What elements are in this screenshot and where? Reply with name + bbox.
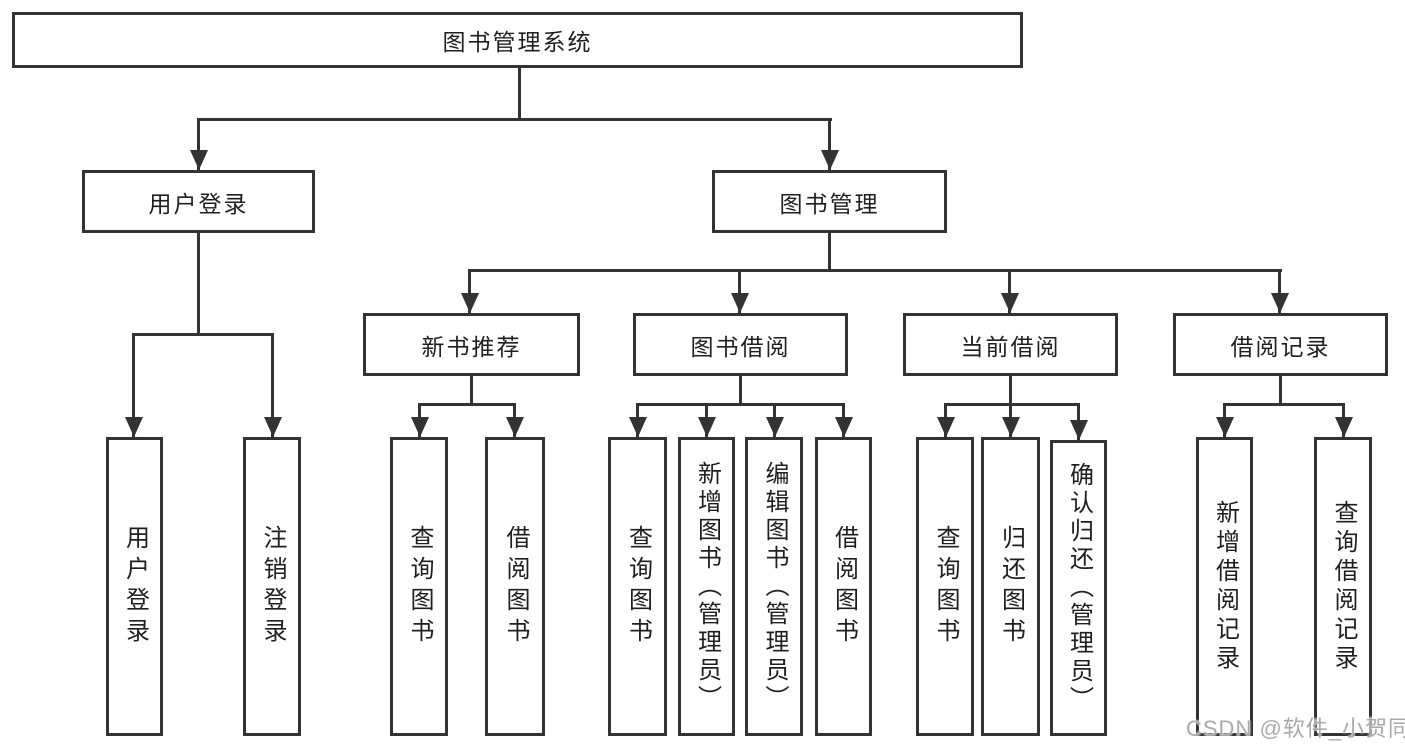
connector-book-management-stem	[828, 233, 831, 271]
arrow-to-borrowing-records	[1278, 269, 1281, 313]
node-root: 图书管理系统	[12, 12, 1023, 68]
leaf-borrowing-borrow-label: 借阅图书	[830, 524, 858, 649]
node-borrowing-records-label: 借阅记录	[1230, 333, 1331, 360]
node-new-books-label: 新书推荐	[421, 333, 522, 360]
leaf-add-borrow-record-label: 新增借阅记录	[1211, 499, 1239, 674]
node-new-books: 新书推荐	[363, 313, 580, 376]
arrow-to-leaf-logout	[271, 333, 274, 437]
arrow-to-newbooks-query	[418, 403, 421, 437]
connector-book-management-rail	[469, 269, 1282, 272]
arrow-to-add-book	[705, 403, 708, 437]
leaf-newbooks-borrow-label: 借阅图书	[502, 524, 529, 649]
node-borrowing-records: 借阅记录	[1173, 313, 1388, 376]
leaf-logout: 注销登录	[243, 437, 301, 736]
node-book-management-label: 图书管理	[779, 190, 880, 217]
leaf-user-login-label: 用户登录	[121, 524, 149, 649]
connector-borrowing-records-rail	[1223, 403, 1345, 406]
arrow-to-return-book	[1009, 403, 1012, 437]
connector-book-borrowing-stem	[739, 376, 742, 405]
leaf-logout-label: 注销登录	[259, 524, 286, 649]
leaf-user-login: 用户登录	[106, 437, 163, 736]
leaf-edit-book-admin-label: 编辑图书（管理员）	[761, 460, 788, 713]
leaf-borrowing-query: 查询图书	[608, 437, 667, 736]
node-current-borrowing: 当前借阅	[903, 313, 1118, 376]
leaf-add-borrow-record: 新增借阅记录	[1196, 437, 1253, 736]
leaf-current-query: 查询图书	[916, 437, 974, 736]
arrow-to-confirm-return	[1077, 403, 1080, 440]
leaf-newbooks-borrow: 借阅图书	[485, 437, 545, 736]
arrow-to-book-management	[828, 118, 831, 170]
arrow-to-new-books	[468, 269, 471, 313]
leaf-return-book: 归还图书	[981, 437, 1040, 736]
arrow-to-add-record	[1223, 403, 1226, 437]
leaf-return-book-label: 归还图书	[997, 524, 1025, 649]
connector-root-rail	[197, 118, 832, 121]
connector-new-books-stem	[470, 376, 473, 405]
leaf-query-borrow-record: 查询借阅记录	[1314, 437, 1372, 736]
leaf-add-book-admin: 新增图书（管理员）	[678, 437, 735, 736]
leaf-borrowing-query-label: 查询图书	[624, 524, 652, 649]
arrow-to-current-query	[944, 403, 947, 437]
arrow-to-newbooks-borrow	[513, 403, 516, 437]
connector-new-books-rail	[418, 403, 516, 406]
leaf-newbooks-query: 查询图书	[390, 437, 448, 736]
leaf-borrowing-borrow: 借阅图书	[815, 437, 872, 736]
connector-book-borrowing-rail	[636, 403, 845, 406]
leaf-current-query-label: 查询图书	[932, 524, 959, 649]
leaf-newbooks-query-label: 查询图书	[406, 524, 433, 649]
leaf-add-book-admin-label: 新增图书（管理员）	[693, 460, 721, 713]
connector-user-login-rail	[133, 333, 274, 336]
connector-borrowing-records-stem	[1279, 376, 1282, 405]
arrow-to-current-borrowing	[1008, 269, 1011, 313]
leaf-confirm-return-admin-label: 确认归还（管理员）	[1065, 462, 1093, 714]
connector-current-borrowing-rail	[944, 403, 1080, 406]
arrow-to-edit-book	[773, 403, 776, 437]
leaf-query-borrow-record-label: 查询借阅记录	[1330, 499, 1357, 674]
arrow-to-leaf-user-login	[132, 333, 135, 437]
arrow-to-borrowing-query	[636, 403, 639, 437]
arrow-to-book-borrowing	[738, 269, 741, 313]
connector-root-stem	[518, 68, 521, 119]
node-book-borrowing-label: 图书借阅	[690, 333, 791, 360]
node-book-borrowing: 图书借阅	[633, 313, 848, 376]
node-root-label: 图书管理系统	[442, 29, 593, 55]
node-book-management: 图书管理	[712, 170, 947, 233]
arrow-to-query-record	[1342, 403, 1345, 437]
arrow-to-borrowing-borrow	[842, 403, 845, 437]
leaf-edit-book-admin: 编辑图书（管理员）	[745, 437, 803, 736]
connector-user-login-stem	[197, 233, 200, 335]
node-user-login: 用户登录	[82, 170, 315, 233]
node-current-borrowing-label: 当前借阅	[960, 333, 1061, 360]
node-user-login-label: 用户登录	[148, 190, 249, 217]
csdn-watermark: CSDN @软件_小贺同学	[1186, 716, 1405, 741]
leaf-confirm-return-admin: 确认归还（管理员）	[1050, 440, 1107, 736]
connector-current-borrowing-stem	[1009, 376, 1012, 405]
arrow-to-user-login	[197, 118, 200, 170]
